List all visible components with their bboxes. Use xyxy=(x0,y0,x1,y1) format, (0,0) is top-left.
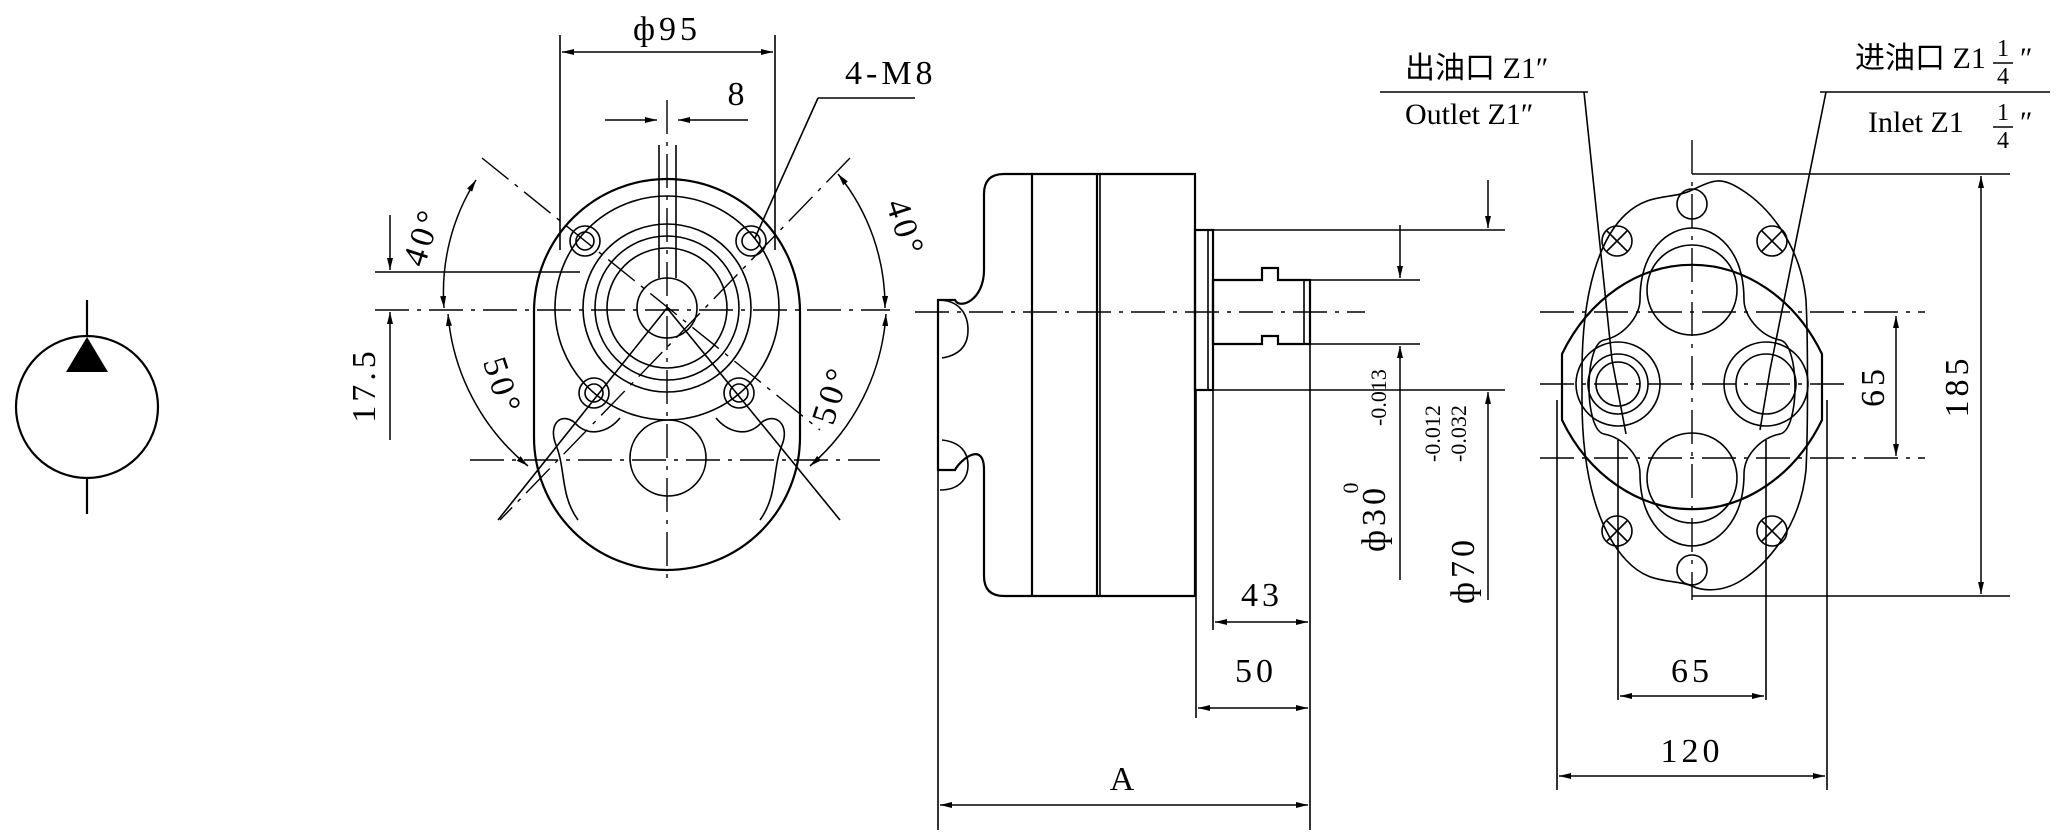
dim-overall-length: A xyxy=(1110,761,1139,798)
dim-shaft-dia: ф30 xyxy=(1356,484,1393,552)
dim-width: 120 xyxy=(1661,733,1724,770)
dim-bolt-spacing: 65 xyxy=(1671,653,1713,690)
dim-pilot-tol-lower: -0.032 xyxy=(1446,405,1471,462)
rear-bolt-holes xyxy=(1601,188,1788,586)
dim-flange-to-end: 50 xyxy=(1235,653,1277,690)
inlet-label-cn: 进油口 Z1 xyxy=(1855,42,1986,75)
side-body-outline xyxy=(936,172,1197,598)
inlet-unit-1: ″ xyxy=(2020,42,2033,75)
outlet-label-en: Outlet Z1″ xyxy=(1405,98,1533,131)
inlet-fraction-den-1: 4 xyxy=(1997,64,2009,90)
side-view: ф30 0 -0.013 ф70 -0.012 -0.032 43 50 A xyxy=(915,172,1505,830)
shaft xyxy=(1211,266,1312,346)
inlet-fraction-den-2: 4 xyxy=(1997,128,2009,154)
dim-pilot-dia: ф70 xyxy=(1445,536,1482,604)
front-view: ф95 8 4-M8 40° 40° 50° 50° 17.5 xyxy=(346,11,937,580)
dim-shaft-tol-lower: -0.013 xyxy=(1366,369,1391,426)
dim-height: 185 xyxy=(1939,355,1976,418)
dim-key-width: 8 xyxy=(728,76,749,113)
rear-view: 65 185 65 120 出油口 Z1″ Outlet Z1″ 进油口 Z1 … xyxy=(1380,36,2050,790)
outlet-label-cn: 出油口 Z1″ xyxy=(1405,52,1548,85)
inlet-fraction-num-1: 1 xyxy=(1997,36,2009,62)
thread-callout: 4-M8 xyxy=(845,55,937,92)
dim-shaft-tol-upper: 0 xyxy=(1338,483,1363,494)
rear-body-outline xyxy=(1560,263,1824,511)
front-body-outline xyxy=(532,177,802,572)
dim-offset: 17.5 xyxy=(346,347,383,423)
dim-shaft-length: 43 xyxy=(1241,577,1283,614)
inlet-fraction-num-2: 1 xyxy=(1997,100,2009,126)
dim-bolt-circle: ф95 xyxy=(633,11,701,48)
angle-upper-right: 40° xyxy=(878,195,932,263)
angle-lower-left: 50° xyxy=(475,353,529,421)
dim-port-spacing: 65 xyxy=(1855,365,1892,407)
front-bolt-holes xyxy=(569,225,767,409)
dim-pilot-tol-upper: -0.012 xyxy=(1420,405,1445,462)
inlet-label-en: Inlet Z1 xyxy=(1868,106,1964,139)
inlet-unit-2: ″ xyxy=(2020,106,2033,139)
hydraulic-pump-symbol-icon xyxy=(14,300,160,514)
angle-upper-left: 40° xyxy=(396,203,450,271)
